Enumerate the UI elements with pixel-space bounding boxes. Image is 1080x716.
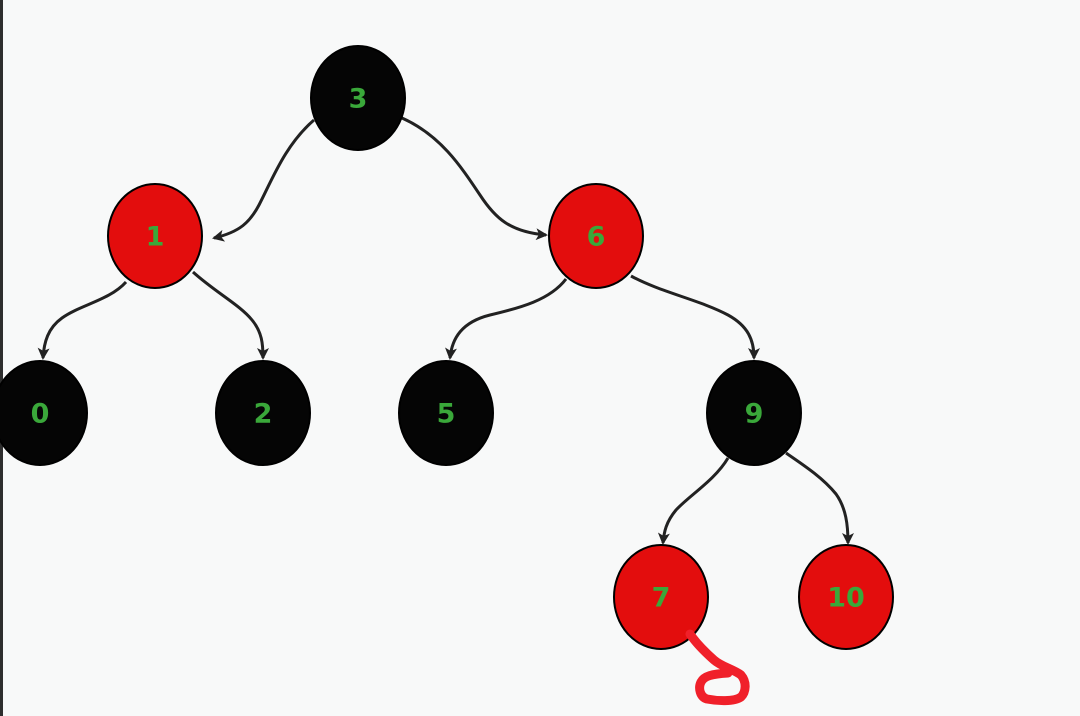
node-label: 7 bbox=[652, 583, 671, 614]
edge-1-to-0 bbox=[37, 280, 128, 360]
tree-node-9: 9 bbox=[706, 360, 802, 466]
node-label: 5 bbox=[437, 399, 456, 430]
tree-node-5: 5 bbox=[398, 360, 494, 466]
node-label: 9 bbox=[745, 399, 764, 430]
tree-node-0: 0 bbox=[0, 360, 88, 466]
node-label: 3 bbox=[349, 84, 368, 115]
tree-node-1: 1 bbox=[107, 183, 203, 289]
tree-node-3: 3 bbox=[310, 45, 406, 151]
edges-layer bbox=[37, 116, 854, 545]
tree-node-2: 2 bbox=[215, 360, 311, 466]
node-label: 1 bbox=[146, 222, 165, 253]
edge-6-to-5 bbox=[445, 278, 568, 360]
edge-1-to-2 bbox=[191, 270, 269, 360]
node-label: 10 bbox=[827, 583, 865, 614]
edge-3-to-6 bbox=[401, 116, 548, 241]
tree-node-7: 7 bbox=[613, 544, 709, 650]
nil-marker-annotation bbox=[685, 629, 750, 706]
edge-3-to-1 bbox=[212, 118, 315, 242]
node-label: 2 bbox=[254, 399, 273, 430]
edge-6-to-9 bbox=[630, 274, 760, 360]
node-label: 0 bbox=[31, 399, 50, 430]
edge-9-to-10 bbox=[785, 451, 854, 545]
edge-9-to-7 bbox=[657, 457, 730, 545]
left-border-rule bbox=[0, 0, 3, 716]
node-label: 6 bbox=[587, 222, 606, 253]
tree-node-6: 6 bbox=[548, 183, 644, 289]
nodes-layer: 3 1 6 0 2 5 9 bbox=[0, 45, 894, 650]
nil-marker-stroke bbox=[685, 629, 750, 706]
tree-node-10: 10 bbox=[798, 544, 894, 650]
